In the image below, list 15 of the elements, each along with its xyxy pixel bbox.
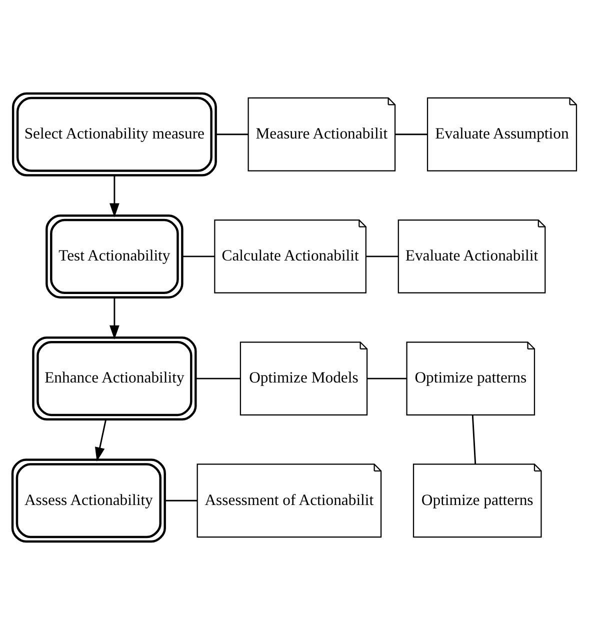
connector <box>182 256 214 258</box>
node-box: Test Actionability <box>46 214 184 298</box>
connector <box>165 500 198 502</box>
connector <box>367 378 406 380</box>
connector <box>472 414 476 464</box>
arrow <box>110 297 120 340</box>
connector <box>196 378 240 380</box>
arrow <box>110 175 120 218</box>
connector <box>366 256 398 258</box>
arrow <box>94 419 107 462</box>
connector <box>395 134 428 136</box>
connector <box>216 134 248 136</box>
node-box: Assess Actionability <box>11 458 166 543</box>
node-box: Enhance Actionability <box>32 336 197 421</box>
node-box: Select Actionability measure <box>12 92 217 176</box>
